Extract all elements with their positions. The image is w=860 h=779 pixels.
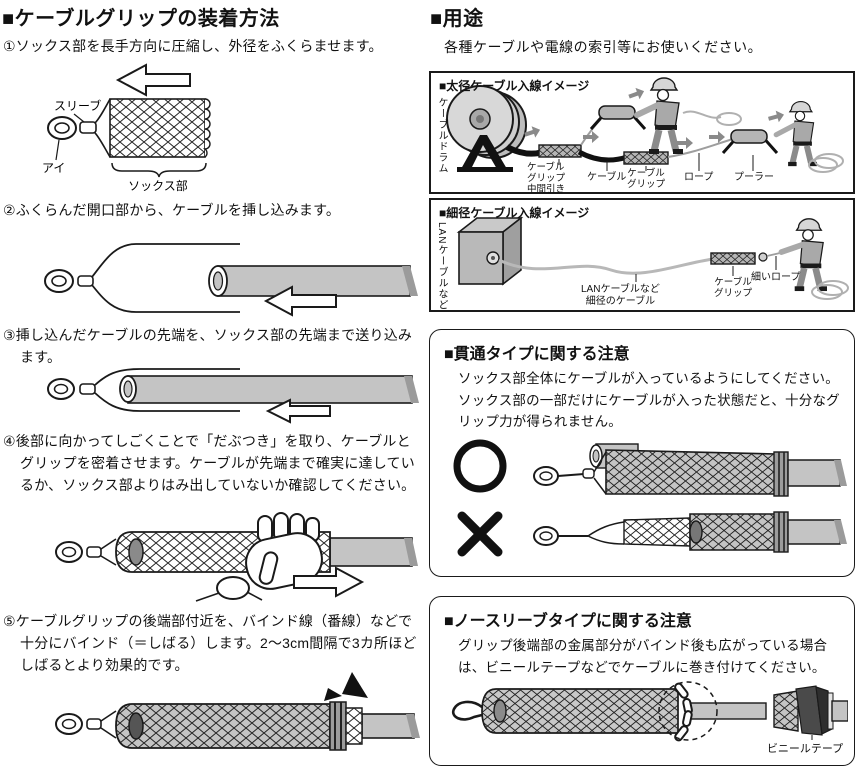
slide-arrow-icon xyxy=(293,566,365,598)
sleeve-part xyxy=(79,383,96,395)
lan-cabinet xyxy=(456,216,524,286)
eye-label: アイ xyxy=(42,161,65,175)
nosleeve-note-title: ■ノースリーブタイプに関する注意 xyxy=(444,613,692,630)
lan-cable-label: LANケーブルなど細径のケーブル xyxy=(581,284,660,307)
thick-cable-imagebox: ■太径ケーブル入線イメージ ケーブルドラム ケーブルグリップ中間引き ケーブル … xyxy=(429,71,855,195)
thin-cable-imagebox: ■細径ケーブル入線イメージ LANケーブルなど LANケーブルなど細径のケーブル… xyxy=(429,198,855,312)
sock-label: ソックス部 xyxy=(128,178,188,193)
thick-cable xyxy=(505,144,544,157)
left-section-title: ■ケーブルグリップの装着方法 xyxy=(2,8,280,30)
incorrect-grip-figure xyxy=(533,511,847,553)
thin-box-caption: ■細径ケーブル入線イメージ xyxy=(439,206,590,220)
thick-cable-figure xyxy=(446,77,844,173)
cable xyxy=(361,713,415,739)
right-column: ■用途 各種ケーブルや電線の索引等にお使いください。 xyxy=(429,0,858,779)
grip-label: ケーブルグリップ xyxy=(627,168,666,190)
usage-subtitle: 各種ケーブルや電線の索引等にお使いください。 xyxy=(444,39,763,55)
nosleeve-notebox: ■ノースリーブタイプに関する注意 グリップ後端部の金属部分がバインド後も広がって… xyxy=(429,596,855,766)
vinyl-tape-label: ビニールテープ xyxy=(766,743,844,755)
wire-eye-loop xyxy=(451,700,483,721)
step-5-text: ⑤ケーブルグリップの後端部付近を、バインド線（番線）などで十分にバインド（＝しば… xyxy=(3,613,417,674)
step-1-text: ①ソックス部を長手方向に圧縮し、外径をふくらませます。 xyxy=(3,38,383,54)
incorrect-mark-icon xyxy=(457,511,503,557)
step-2-figure xyxy=(44,243,418,317)
mid-grip-label: ケーブルグリップ中間引き xyxy=(527,162,566,195)
cable xyxy=(329,537,413,567)
step-5-figure xyxy=(55,672,420,751)
cable xyxy=(689,702,767,720)
compress-arrow-icon xyxy=(115,63,191,97)
splayed-wire-ends xyxy=(674,682,693,742)
step-3-text: ③挿し込んだケーブルの先端を、ソックス部の先端まで送り込みます。 xyxy=(3,327,413,366)
insert-arrow-icon xyxy=(263,285,337,317)
cable-drum xyxy=(446,85,527,172)
thin-cable xyxy=(498,257,714,275)
cable xyxy=(127,375,413,404)
correct-mark-icon xyxy=(453,439,507,493)
step-1-figure: スリーブ アイ ソックス部 xyxy=(42,63,211,193)
sleeve-part xyxy=(79,121,97,134)
vinyl-tape-assembly xyxy=(773,685,848,736)
hand-figure xyxy=(195,512,323,602)
thin-rope-label: 細いロープ xyxy=(751,272,801,283)
rope-label: ロープ xyxy=(684,172,714,183)
bind-wire xyxy=(329,701,347,751)
lan-cable-vlabel: LANケーブルなど xyxy=(436,222,447,311)
correct-grip-figure xyxy=(533,443,847,497)
push-arrow-icon xyxy=(265,398,331,424)
through-comparison-figure xyxy=(453,439,847,557)
nosleeve-note-body: グリップ後端部の金属部分がバインド後も広がっている場合は、ビニールテープなどでケ… xyxy=(458,638,828,675)
nosleeve-figure xyxy=(451,681,848,742)
dashed-highlight-circle xyxy=(658,681,718,741)
thin-cable-figure xyxy=(456,216,849,300)
direction-arrows xyxy=(524,87,785,149)
left-column: ■ケーブルグリップの装着方法 ①ソックス部を長手方向に圧縮し、外径をふくらませま… xyxy=(0,0,427,779)
puller-label: プーラー xyxy=(734,172,774,183)
cable-label: ケーブル xyxy=(587,172,627,183)
emphasis-mark-icon xyxy=(342,672,368,698)
emphasis-mark-small-icon xyxy=(324,688,342,701)
step-4-text: ④後部に向かってしごくことで「だぶつき」を取り、ケーブルとグリップを密着させます… xyxy=(3,433,416,494)
sleeve-part xyxy=(77,275,94,287)
thick-box-caption: ■太径ケーブル入線イメージ xyxy=(439,79,590,93)
grip-label: ケーブルグリップ xyxy=(714,277,753,299)
cable xyxy=(217,265,411,297)
right-section-title: ■用途 xyxy=(430,8,484,30)
step-3-figure xyxy=(47,368,419,424)
step-4-figure xyxy=(55,512,418,602)
through-note-body: ソックス部全体にケーブルが入っているようにしてください。ソックス部の一部だけにケ… xyxy=(458,371,840,430)
puller-device xyxy=(589,105,647,130)
puller-device xyxy=(721,129,779,154)
through-note-title: ■貫通タイプに関する注意 xyxy=(444,346,630,363)
cable-drum-label: ケーブルドラム xyxy=(436,97,447,174)
through-type-notebox: ■貫通タイプに関する注意 ソックス部全体にケーブルが入っているようにしてください… xyxy=(429,329,855,577)
sleeve-label: スリーブ xyxy=(54,98,101,113)
worker-figure xyxy=(778,218,827,292)
worker-figure xyxy=(634,77,683,154)
worker-figure xyxy=(773,100,817,167)
step-2-text: ②ふくらんだ開口部から、ケーブルを挿し込みます。 xyxy=(3,202,341,218)
